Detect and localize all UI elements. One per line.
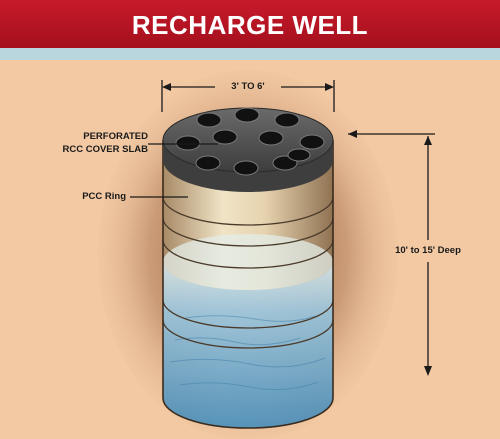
slab-perforations bbox=[175, 107, 325, 176]
width-arrow-right bbox=[325, 83, 334, 91]
depth-arrow-up bbox=[424, 136, 432, 145]
width-label: 3' TO 6' bbox=[231, 81, 265, 92]
cover-slab-label-line2: RCC COVER SLAB bbox=[62, 144, 148, 155]
width-arrow-left bbox=[162, 83, 171, 91]
ring-seams bbox=[162, 196, 334, 349]
width-dimension bbox=[161, 80, 335, 112]
cover-slab-label-line1: PERFORATED bbox=[83, 131, 148, 142]
water-surface bbox=[163, 234, 333, 290]
cover-slab-label: PERFORATED RCC COVER SLAB bbox=[22, 130, 148, 156]
sky-band bbox=[0, 48, 500, 60]
water-column bbox=[163, 262, 333, 428]
depth-label: 10' to 15' Deep bbox=[395, 245, 461, 256]
water-ripples bbox=[169, 315, 326, 391]
depth-arrow-left bbox=[348, 130, 357, 138]
depth-dimension bbox=[348, 133, 435, 370]
ring-label: PCC Ring bbox=[82, 191, 126, 202]
well-outline bbox=[162, 140, 334, 429]
page-title: RECHARGE WELL bbox=[131, 10, 369, 40]
depth-arrow-down bbox=[424, 366, 432, 376]
title-banner: RECHARGE WELL bbox=[0, 0, 500, 48]
